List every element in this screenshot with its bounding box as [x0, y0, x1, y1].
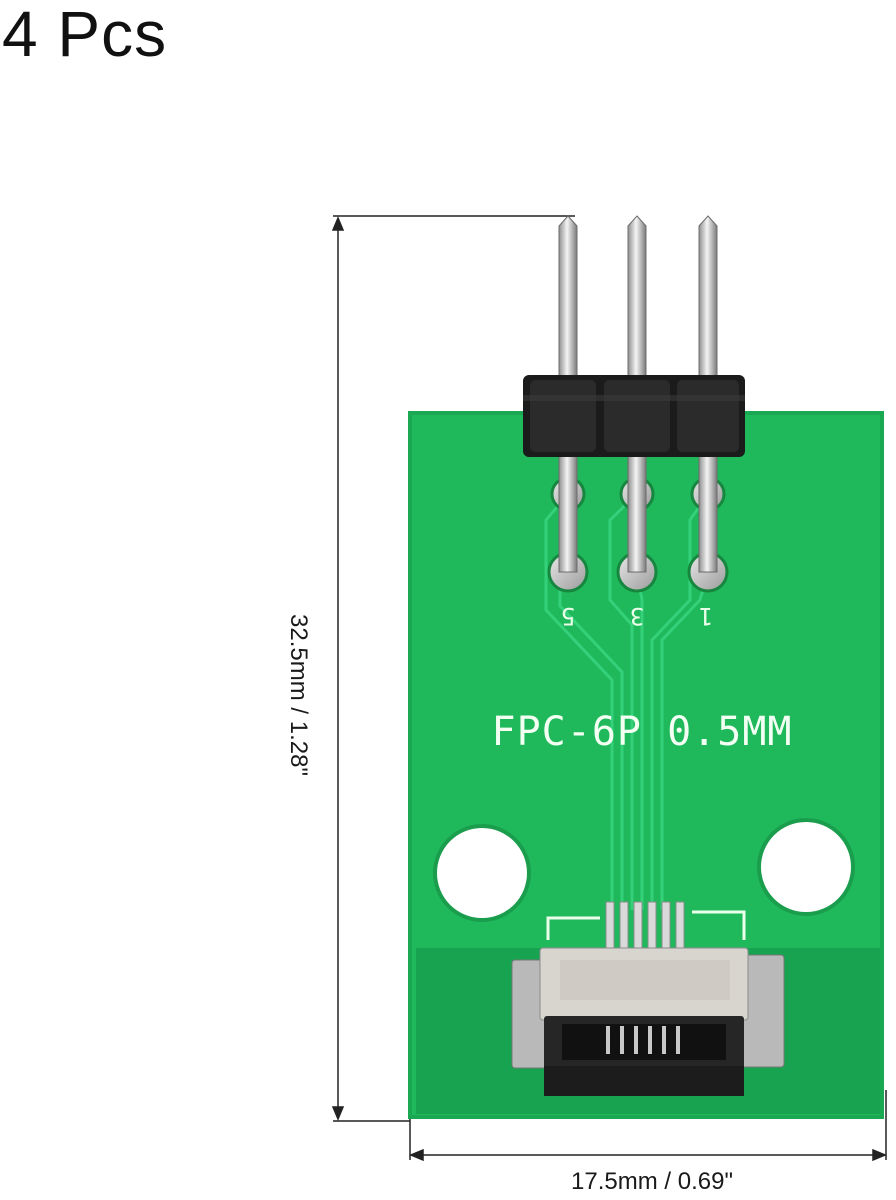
height-dimension-line: [331, 215, 575, 1122]
mounting-hole-right: [757, 818, 855, 916]
pin-labels: 5 3 1: [561, 602, 713, 630]
pin-label-5: 5: [561, 602, 575, 630]
pin-label-1: 1: [699, 602, 713, 630]
width-dimension-label: 17.5mm / 0.69": [571, 1168, 733, 1195]
quantity-label: 4 Pcs: [2, 0, 168, 70]
silkscreen-text: FPC-6P 0.5MM: [492, 709, 793, 755]
pin-label-3: 3: [630, 602, 644, 630]
height-dimension-label: 32.5mm / 1.28": [285, 614, 312, 776]
fpc-connector: [511, 947, 785, 1096]
mounting-hole-left: [433, 824, 531, 922]
connector-outline: [546, 910, 746, 940]
pin-header-block: [523, 375, 745, 457]
